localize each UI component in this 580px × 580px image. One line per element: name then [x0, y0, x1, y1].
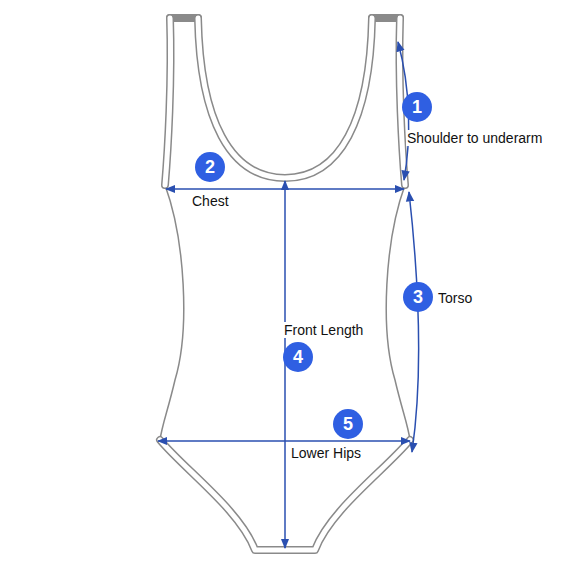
callout-circle: 2Chest [195, 152, 225, 182]
measure-label: Chest [191, 193, 230, 209]
callout-number: 1 [402, 92, 432, 122]
callout-number: 4 [283, 342, 313, 372]
measure-label: Shoulder to underarm [406, 130, 543, 146]
callout-circle: 4Front Length [283, 342, 313, 372]
callout-circle: 3Torso [403, 282, 433, 312]
callout-number: 5 [333, 409, 363, 439]
measure-label: Front Length [283, 322, 364, 338]
callout-number: 2 [195, 152, 225, 182]
callout-circle: 5Lower Hips [333, 409, 363, 439]
swimsuit-outline [160, 18, 410, 550]
measure-label: Lower Hips [290, 445, 362, 461]
callout-circle: 1Shoulder to underarm [402, 92, 432, 122]
callout-number: 3 [403, 282, 433, 312]
measure-arrows [158, 42, 418, 548]
measure-label: Torso [437, 290, 473, 306]
hips-arrow [158, 440, 410, 442]
torso-arrow [409, 192, 418, 452]
